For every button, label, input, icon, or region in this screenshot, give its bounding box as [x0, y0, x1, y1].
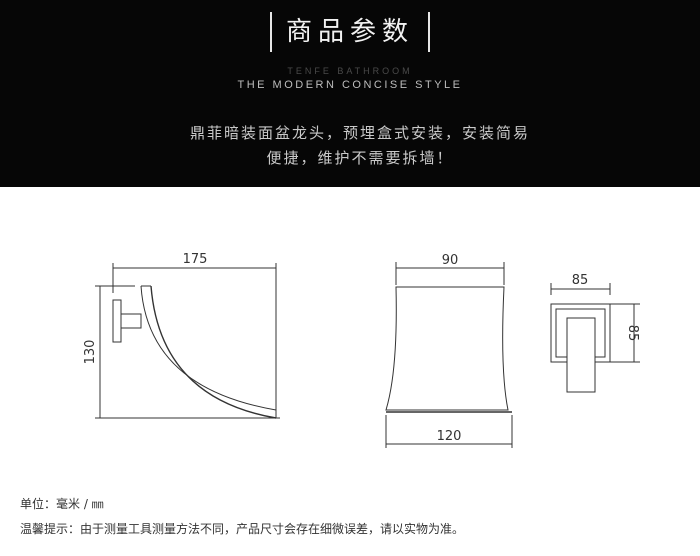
header-banner: 商品参数 TENFE BATHROOM THE MODERN CONCISE S…: [0, 0, 700, 187]
subtitle-en: THE MODERN CONCISE STYLE: [237, 79, 463, 91]
box-view: [550, 283, 640, 393]
description-line-1: 鼎菲暗装面盆龙头，预埋盒式安装，安装简易: [189, 124, 530, 142]
dimension-drawing: 175 130 90 120 85 85: [83, 252, 640, 448]
box-height-label: 85: [625, 325, 640, 342]
title-wrap: 商品参数: [0, 12, 700, 52]
front-top-width-label: 90: [442, 253, 459, 268]
side-height-label: 130: [83, 340, 98, 365]
front-view: [385, 262, 513, 448]
description-line-2: 便捷，维护不需要拆墙！: [266, 149, 454, 167]
front-bottom-width-label: 120: [437, 429, 462, 444]
side-width-label: 175: [183, 252, 208, 267]
page-title: 商品参数: [269, 12, 430, 52]
box-width-label: 85: [572, 273, 589, 288]
measurement-tip: 温馨提示：由于测量工具测量方法不同，产品尺寸会存在细微误差，请以实物为准。: [20, 522, 465, 536]
brand-name-en: TENFE BATHROOM: [287, 66, 413, 76]
side-view: [95, 263, 280, 419]
product-description: 鼎菲暗装面盆龙头，预埋盒式安装，安装简易 便捷，维护不需要拆墙！: [170, 121, 550, 171]
unit-note: 单位：毫米 / ㎜: [20, 497, 104, 511]
